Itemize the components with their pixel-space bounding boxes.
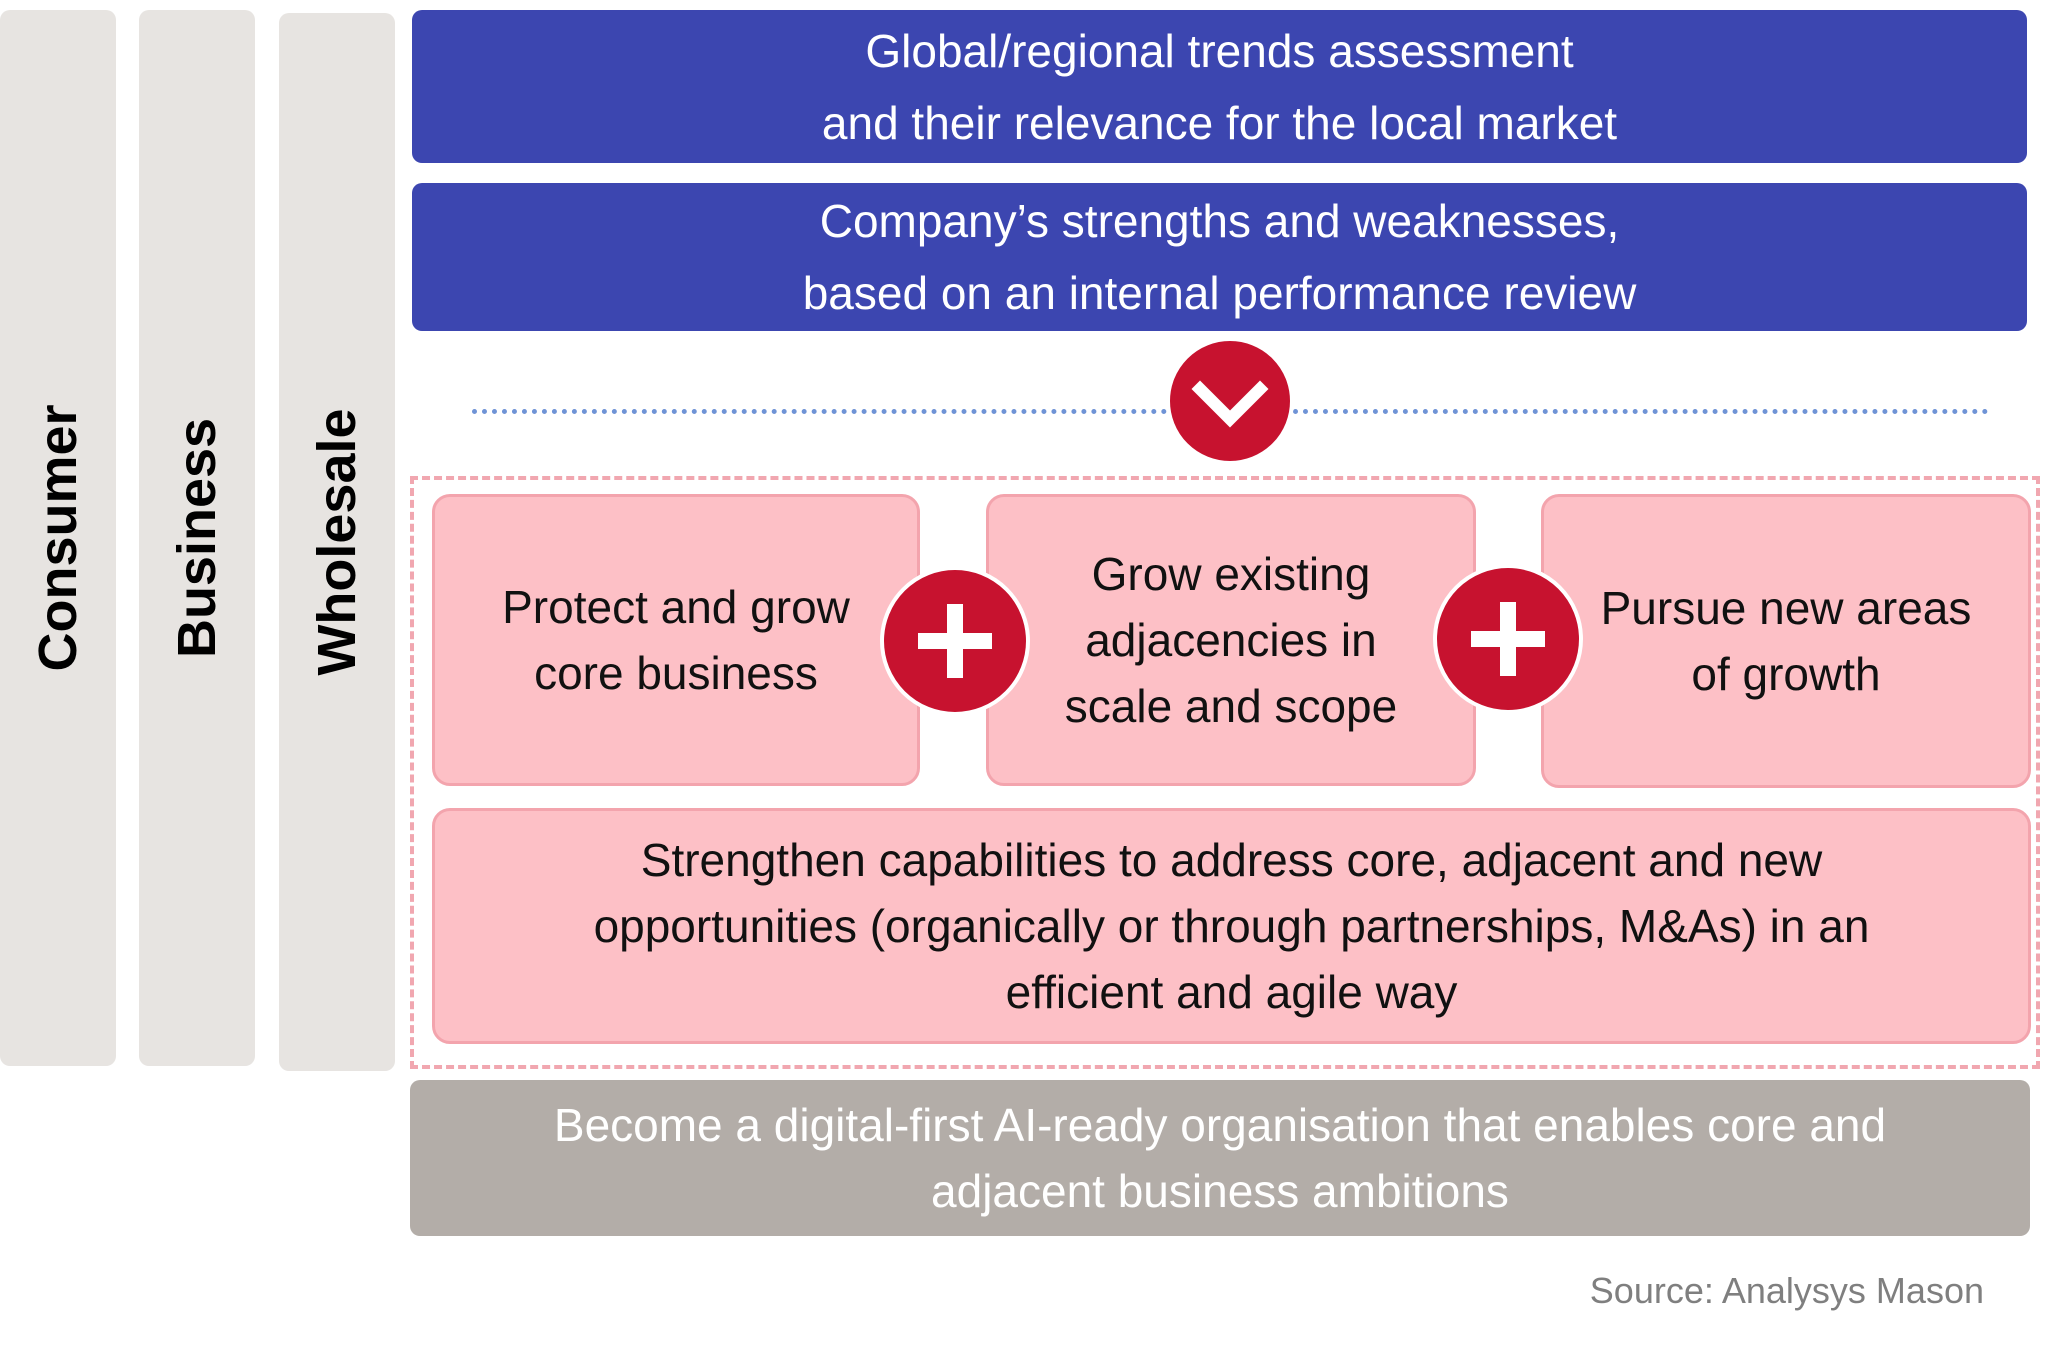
capabilities-line-1: Strengthen capabilities to address core,… <box>640 834 1823 886</box>
source-credit: Source: Analysys Mason <box>1589 1270 1984 1311</box>
strategy-dashed-frame <box>410 476 2040 1069</box>
plus-icon <box>918 604 992 678</box>
plus-circle-1 <box>880 566 1030 716</box>
trends-line-2: and their relevance for the local market <box>821 96 1618 149</box>
grow-adjacencies-box: Grow existing adjacencies in scale and s… <box>986 494 1476 786</box>
down-arrow-circle <box>1166 337 1294 465</box>
segment-column-consumer: Consumer <box>0 10 116 1066</box>
pursue-line-2: of growth <box>1691 648 1881 700</box>
chevron-down-icon <box>1191 380 1269 428</box>
strengths-line-2: based on an internal performance review <box>802 267 1637 319</box>
grow-line-3: scale and scope <box>1064 680 1398 732</box>
trends-assessment-box: Global/regional trends assessment and th… <box>412 10 2027 163</box>
pursue-line-1: Pursue new areas <box>1600 582 1972 634</box>
segment-label-wholesale: Wholesale <box>307 408 367 676</box>
foundation-line-1: Become a digital-first AI-ready organisa… <box>553 1099 1887 1151</box>
protect-line-2: core business <box>534 647 818 699</box>
segment-label-business: Business <box>167 417 227 659</box>
protect-line-1: Protect and grow <box>502 581 850 633</box>
capabilities-box: Strengthen capabilities to address core,… <box>432 808 2031 1044</box>
foundation-line-2: adjacent business ambitions <box>931 1165 1509 1217</box>
separator-dotted-line-right <box>1293 409 1988 414</box>
capabilities-line-2: opportunities (organically or through pa… <box>593 900 1870 952</box>
grow-line-1: Grow existing <box>1091 548 1371 600</box>
plus-circle-2 <box>1433 564 1583 714</box>
strengths-weaknesses-box: Company’s strengths and weaknesses, base… <box>412 183 2027 331</box>
segment-column-business: Business <box>139 10 255 1066</box>
capabilities-line-3: efficient and agile way <box>1005 966 1458 1018</box>
pursue-growth-box: Pursue new areas of growth <box>1541 494 2031 788</box>
trends-line-1: Global/regional trends assessment <box>865 24 1574 77</box>
plus-icon <box>1471 602 1545 676</box>
protect-core-box: Protect and grow core business <box>432 494 920 786</box>
segment-column-wholesale: Wholesale <box>279 13 395 1071</box>
digital-first-foundation-box: Become a digital-first AI-ready organisa… <box>410 1080 2030 1236</box>
grow-line-2: adjacencies in <box>1085 614 1377 666</box>
separator-dotted-line-left <box>472 409 1167 414</box>
strengths-line-1: Company’s strengths and weaknesses, <box>819 195 1620 247</box>
segment-label-consumer: Consumer <box>28 404 88 672</box>
